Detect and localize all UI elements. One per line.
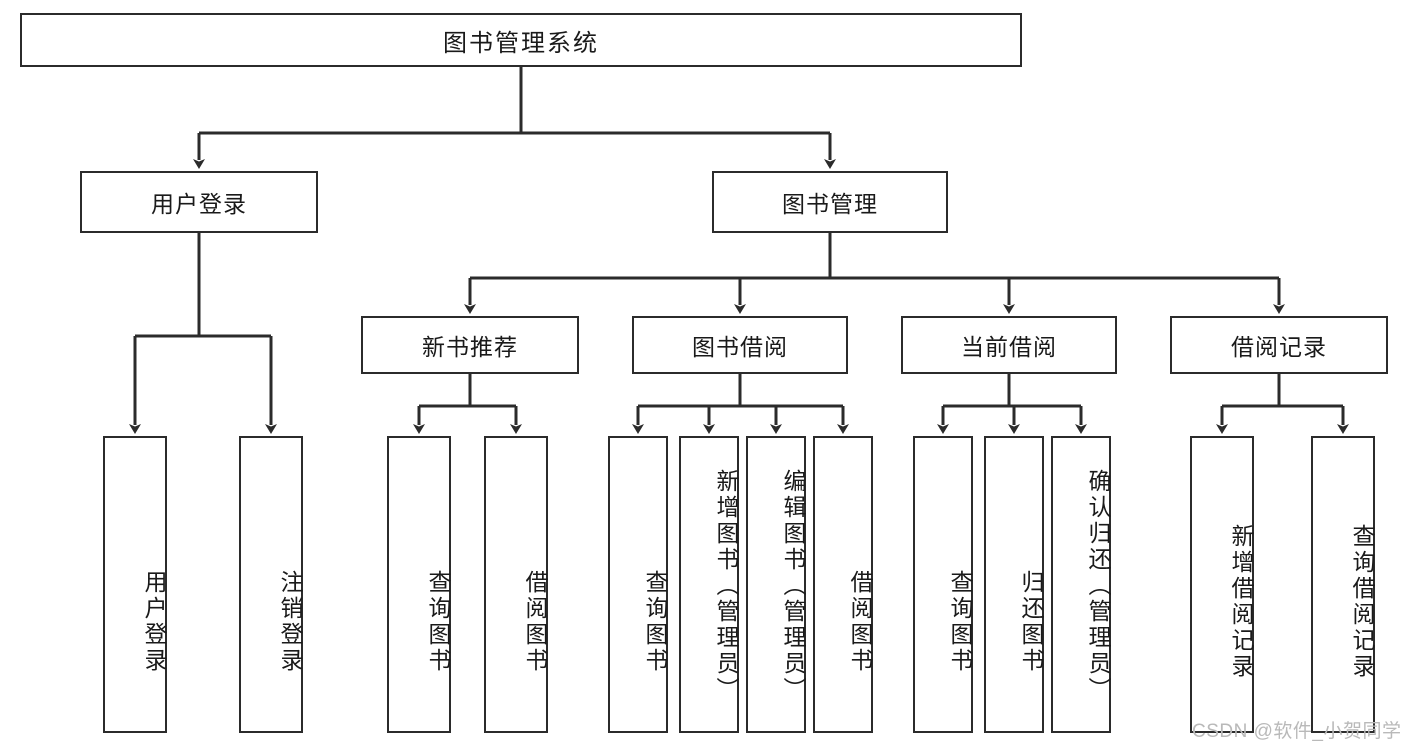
leaf-user-login-label: 用户登录 xyxy=(141,569,167,674)
node-book-borrow[interactable]: 图书借阅 xyxy=(632,316,848,374)
leaf-edit-book[interactable]: 编辑图书（管理员） xyxy=(746,436,806,733)
leaf-add-record[interactable]: 新增借阅记录 xyxy=(1190,436,1254,733)
leaf-query-record[interactable]: 查询借阅记录 xyxy=(1311,436,1375,733)
leaf-add-record-label: 新增借阅记录 xyxy=(1228,523,1254,680)
leaf-user-logout-label: 注销登录 xyxy=(277,569,303,674)
leaf-return-book-label: 归还图书 xyxy=(1018,569,1044,674)
node-borrow-record[interactable]: 借阅记录 xyxy=(1170,316,1388,374)
leaf-confirm-return-label: 确认归还（管理员） xyxy=(1085,468,1111,703)
node-new-book-rec[interactable]: 新书推荐 xyxy=(361,316,579,374)
leaf-query-book-cur-label: 查询图书 xyxy=(947,569,973,674)
leaf-add-book-label: 新增图书（管理员） xyxy=(713,468,739,703)
leaf-user-logout[interactable]: 注销登录 xyxy=(239,436,303,733)
node-user-login-label: 用户登录 xyxy=(151,191,247,217)
leaf-query-record-label: 查询借阅记录 xyxy=(1349,523,1375,680)
node-book-borrow-label: 图书借阅 xyxy=(692,334,788,360)
leaf-query-book-rec[interactable]: 查询图书 xyxy=(387,436,451,733)
leaf-add-book[interactable]: 新增图书（管理员） xyxy=(679,436,739,733)
leaf-borrow-book-label: 借阅图书 xyxy=(847,569,873,674)
leaf-query-book-borrow[interactable]: 查询图书 xyxy=(608,436,668,733)
node-current-borrow[interactable]: 当前借阅 xyxy=(901,316,1117,374)
node-borrow-record-label: 借阅记录 xyxy=(1231,334,1327,360)
leaf-borrow-book-rec[interactable]: 借阅图书 xyxy=(484,436,548,733)
node-book-manage[interactable]: 图书管理 xyxy=(712,171,948,233)
leaf-user-login[interactable]: 用户登录 xyxy=(103,436,167,733)
leaf-edit-book-label: 编辑图书（管理员） xyxy=(780,468,806,703)
leaf-query-book-rec-label: 查询图书 xyxy=(425,569,451,674)
csdn-watermark: CSDN @软件_小贺同学 xyxy=(1192,721,1402,742)
node-root[interactable]: 图书管理系统 xyxy=(20,13,1022,67)
node-book-manage-label: 图书管理 xyxy=(782,191,878,217)
leaf-return-book[interactable]: 归还图书 xyxy=(984,436,1044,733)
node-current-borrow-label: 当前借阅 xyxy=(961,334,1057,360)
leaf-query-book-borrow-label: 查询图书 xyxy=(642,569,668,674)
node-user-login[interactable]: 用户登录 xyxy=(80,171,318,233)
leaf-borrow-book[interactable]: 借阅图书 xyxy=(813,436,873,733)
leaf-confirm-return[interactable]: 确认归还（管理员） xyxy=(1051,436,1111,733)
leaf-query-book-cur[interactable]: 查询图书 xyxy=(913,436,973,733)
node-new-book-rec-label: 新书推荐 xyxy=(422,334,518,360)
leaf-borrow-book-rec-label: 借阅图书 xyxy=(522,569,548,674)
node-root-label: 图书管理系统 xyxy=(443,29,599,57)
